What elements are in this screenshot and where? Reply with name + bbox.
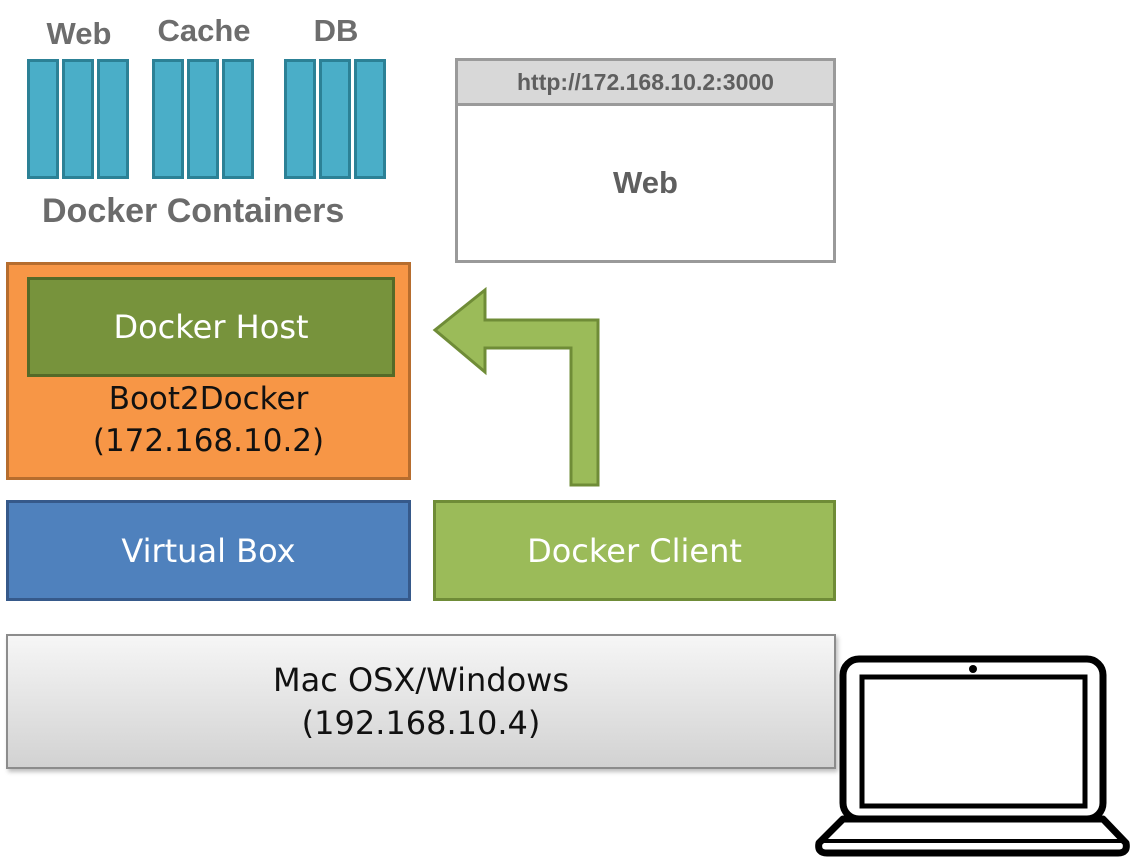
container-bar xyxy=(62,59,94,179)
boot2docker-vm: Docker Host Boot2Docker (172.168.10.2) xyxy=(6,262,411,480)
browser-address-bar[interactable]: http://172.168.10.2:3000 xyxy=(458,61,833,106)
host-os-name: Mac OSX/Windows xyxy=(272,660,570,699)
docker-client-box: Docker Client xyxy=(433,500,836,601)
docker-host-box: Docker Host xyxy=(27,277,395,377)
container-bar xyxy=(319,59,351,179)
laptop-icon xyxy=(815,655,1130,857)
container-label-web: Web xyxy=(46,16,112,51)
boot2docker-name: Boot2Docker xyxy=(108,381,309,417)
container-bar xyxy=(152,59,184,179)
container-bar xyxy=(222,59,254,179)
container-label-cache: Cache xyxy=(157,13,251,48)
boot2docker-label: Boot2Docker (172.168.10.2) xyxy=(9,378,408,462)
boot2docker-ip: (172.168.10.2) xyxy=(92,423,325,459)
browser-content: Web xyxy=(613,165,678,200)
container-bar xyxy=(354,59,386,179)
browser-window: http://172.168.10.2:3000 Web xyxy=(455,58,836,263)
container-bar xyxy=(27,59,59,179)
host-os-ip: (192.168.10.4) xyxy=(301,703,541,742)
arrow-up-left-icon xyxy=(432,286,600,487)
container-bar xyxy=(97,59,129,179)
host-os-box: Mac OSX/Windows (192.168.10.4) xyxy=(6,634,836,769)
docker-containers-caption: Docker Containers xyxy=(42,192,345,230)
container-bar xyxy=(187,59,219,179)
container-label-db: DB xyxy=(313,13,359,48)
virtual-box: Virtual Box xyxy=(6,500,411,601)
container-bar xyxy=(284,59,316,179)
